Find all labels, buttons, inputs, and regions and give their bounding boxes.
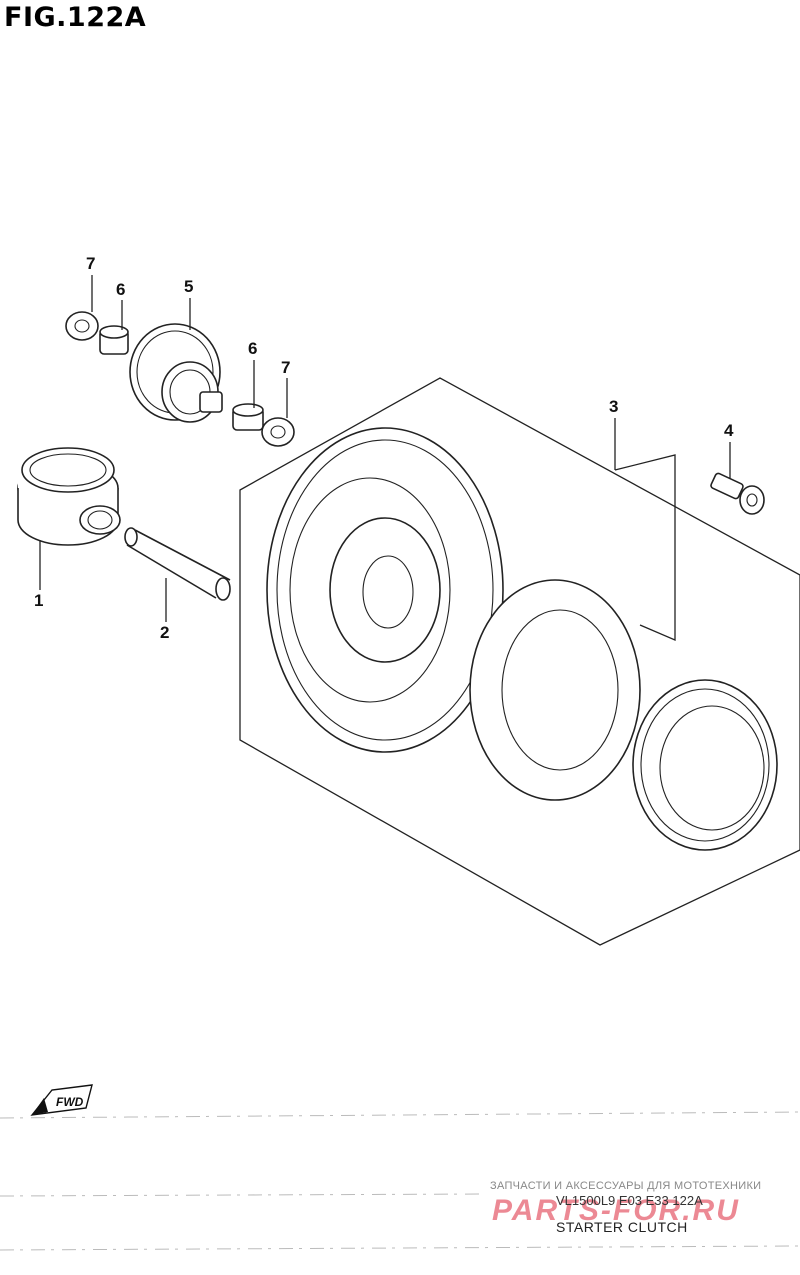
callout-4: 4 [724, 421, 734, 440]
fwd-arrow-icon: FWD [30, 1084, 93, 1116]
part-7-washer-right[interactable] [261, 417, 295, 447]
part-6-bushing-left[interactable] [99, 325, 129, 355]
part-7-washer-left[interactable] [65, 311, 99, 341]
footer-part-name: STARTER CLUTCH [556, 1219, 688, 1235]
part-3-starter-driven-gear[interactable] [266, 427, 504, 753]
fwd-label: FWD [56, 1095, 84, 1109]
footer-watermark: ЗАПЧАСТИ И АКСЕССУАРЫ ДЛЯ МОТОТЕХНИКИ [490, 1180, 762, 1192]
part-3-clutch-housing[interactable] [469, 579, 641, 801]
callout-numbers: 1 2 3 4 5 6 6 7 7 [34, 254, 734, 642]
part-2-idle-shaft[interactable] [124, 527, 231, 601]
part-3-one-way-clutch[interactable] [632, 679, 778, 851]
callout-7-right: 7 [281, 358, 290, 377]
leader-lines [39, 275, 731, 641]
footer-model-code: VL1500L9 E03 E33 122A [556, 1193, 703, 1208]
callout-1: 1 [34, 591, 43, 610]
callout-7-left: 7 [86, 254, 95, 273]
part-5-double-gear[interactable] [129, 323, 223, 423]
part-6-bushing-right[interactable] [232, 403, 264, 431]
callout-3: 3 [609, 397, 618, 416]
callout-5: 5 [184, 277, 193, 296]
callout-2: 2 [160, 623, 169, 642]
assembly-outline [239, 377, 800, 946]
part-1-idle-gear[interactable] [17, 447, 121, 546]
watermark-logo: PARTS-FOR.RU [492, 1194, 740, 1227]
callout-6-left: 6 [116, 280, 125, 299]
scan-noise [0, 1111, 800, 1251]
figure-title: FIG.122A [4, 2, 147, 33]
callout-6-right: 6 [248, 339, 257, 358]
part-4-bolt[interactable] [710, 472, 765, 515]
